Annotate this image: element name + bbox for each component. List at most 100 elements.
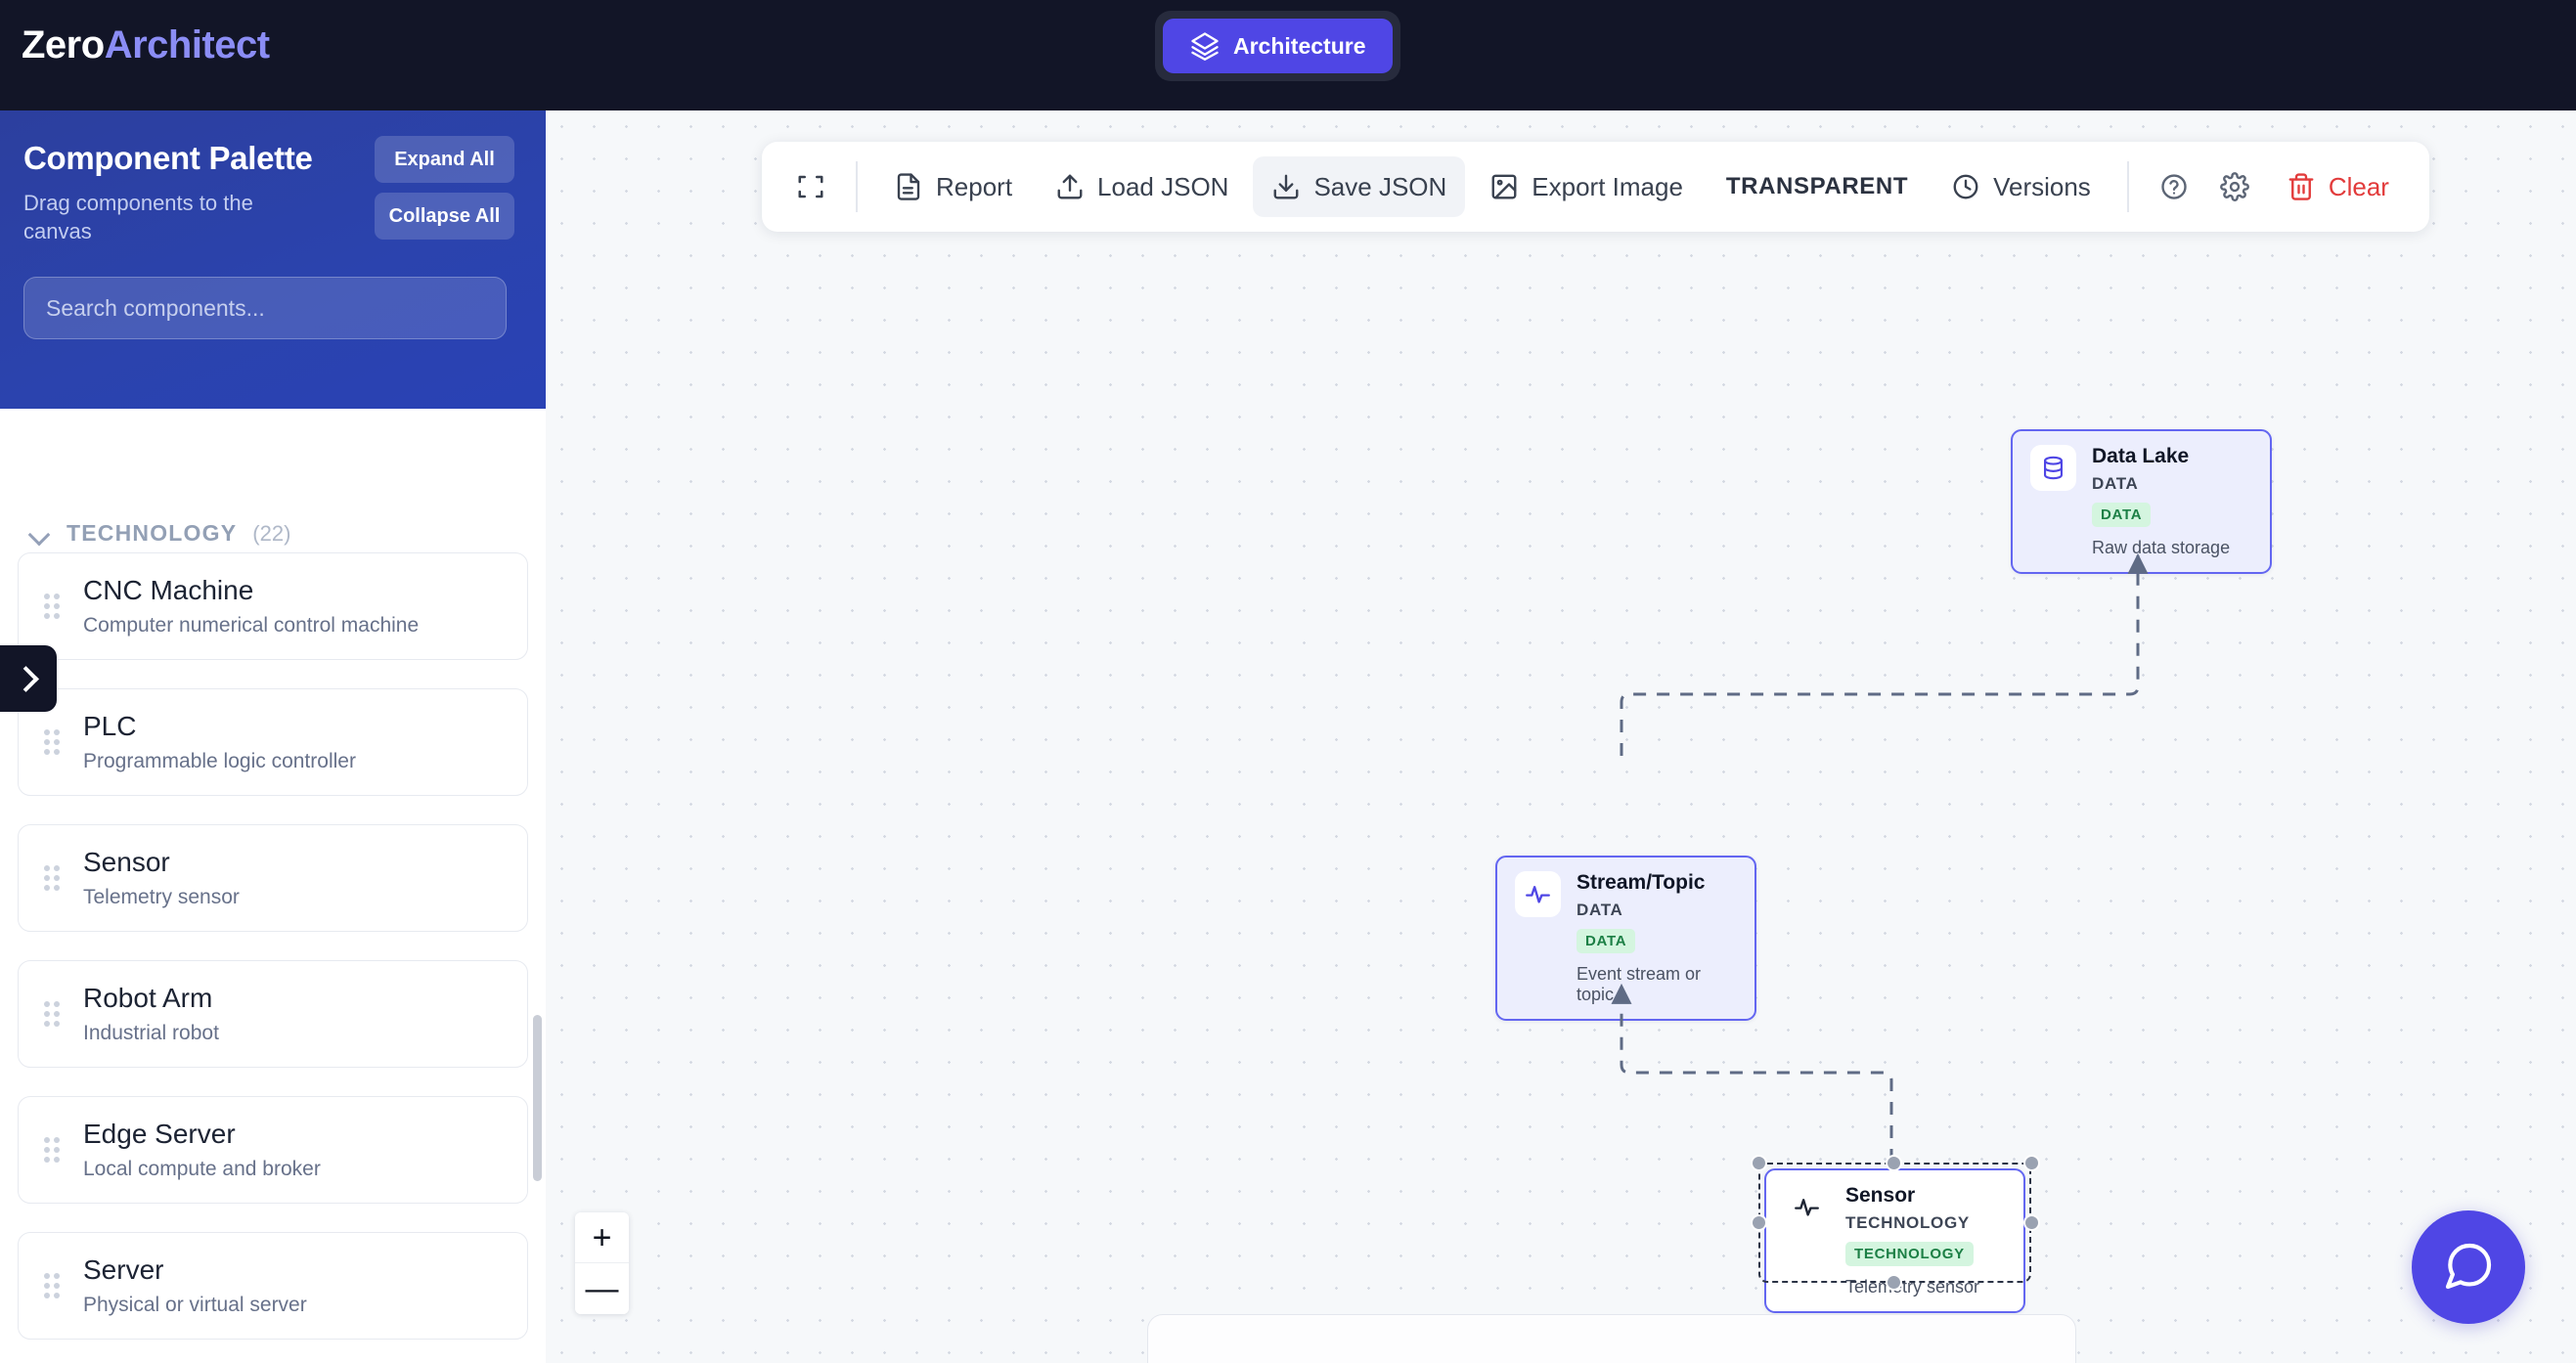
database-icon [2030,445,2076,491]
gear-icon [2219,172,2249,201]
activity-icon [1784,1184,1830,1230]
versions-label: Versions [1993,171,2091,201]
palette-item-desc: Industrial robot [83,1021,219,1044]
chevron-down-icon [29,523,51,545]
zoom-controls: + — [575,1212,629,1314]
toolbar-divider [856,161,858,212]
node-type: DATA [2092,474,2139,494]
status-badge: DATA [1577,929,1636,954]
edge-sensor-to-stream [1611,983,1893,1162]
export-image-button[interactable]: Export Image [1471,156,1702,217]
resize-handle-right[interactable] [2023,1214,2040,1231]
clock-icon [1951,172,1980,201]
toolbar-divider [2126,161,2129,212]
architecture-canvas[interactable]: Report Load JSON Save JSON [546,110,2576,1363]
background-transparent-toggle[interactable]: TRANSPARENT [1708,156,1927,217]
help-circle-icon [2159,172,2189,201]
document-icon [894,172,923,201]
resize-handle-bottom[interactable] [1886,1274,1902,1291]
sidebar-scrollbar[interactable] [533,1015,542,1181]
edge-stream-to-data-lake [1620,552,2149,756]
palette-item-plc[interactable]: PLC Programmable logic controller [18,688,528,796]
palette-item-title: CNC Machine [83,575,254,606]
top-bar: ZeroArchitect Architecture [0,0,2576,110]
download-icon [1271,172,1301,201]
resize-handle-left[interactable] [1751,1214,1767,1231]
bottom-panel [1147,1314,2076,1363]
drag-handle-icon[interactable] [44,865,62,891]
status-badge: TECHNOLOGY [1845,1242,1974,1267]
palette-item-desc: Physical or virtual server [83,1293,307,1316]
palette-item-title: Sensor [83,847,170,878]
versions-button[interactable]: Versions [1932,156,2110,217]
help-button[interactable] [2147,156,2201,217]
palette-item-title: Robot Arm [83,983,213,1014]
fullscreen-icon [796,172,825,201]
component-palette-sidebar: Component Palette Drag components to the… [0,110,546,1363]
search-input[interactable] [23,277,507,340]
tab-architecture-label: Architecture [1233,32,1366,59]
drag-handle-icon[interactable] [44,594,62,619]
fullscreen-button[interactable] [783,156,838,217]
export-image-label: Export Image [1532,171,1683,201]
chat-assistant-button[interactable] [2412,1210,2525,1324]
drag-handle-icon[interactable] [44,1001,62,1027]
edge-layer [1611,552,2149,1162]
palette-item-edge-server[interactable]: Edge Server Local compute and broker [18,1096,528,1204]
layers-icon [1190,31,1220,61]
resize-handle-top[interactable] [1886,1155,1902,1171]
report-label: Report [936,171,1013,201]
drag-handle-icon[interactable] [44,729,62,755]
load-json-label: Load JSON [1097,171,1229,201]
zoom-out-button[interactable]: — [575,1263,629,1314]
palette-item-desc: Computer numerical control machine [83,613,420,637]
transparent-label: TRANSPARENT [1725,173,1909,199]
palette-header: Component Palette Drag components to the… [0,110,546,409]
node-desc: Event stream or topic [1577,964,1702,1005]
palette-item-cnc-machine[interactable]: CNC Machine Computer numerical control m… [18,552,528,660]
mode-switcher: Architecture [1155,11,1401,81]
page-title: Component Palette [23,140,313,176]
clear-label: Clear [2328,171,2389,201]
canvas-toolbar: Report Load JSON Save JSON [762,142,2429,232]
palette-subtitle: Drag components to the canvas [23,191,253,243]
sidebar-collapse-toggle[interactable] [0,645,57,712]
chat-bubble-icon [2441,1239,2496,1297]
drag-handle-icon[interactable] [44,1137,62,1163]
drag-handle-icon[interactable] [44,1273,62,1298]
palette-item-title: Server [83,1254,164,1286]
palette-item-title: Edge Server [83,1119,236,1150]
node-desc: Raw data storage [2092,538,2231,558]
upload-icon [1055,172,1085,201]
load-json-button[interactable]: Load JSON [1037,156,1247,217]
image-icon [1489,172,1519,201]
node-title: Stream/Topic [1577,871,1706,894]
palette-item-title: PLC [83,711,137,742]
resize-handle-top-right[interactable] [2023,1155,2040,1171]
palette-item-server[interactable]: Server Physical or virtual server [18,1232,528,1340]
brand-second: Architect [104,23,270,66]
resize-handle-top-left[interactable] [1751,1155,1767,1171]
expand-all-button[interactable]: Expand All [375,136,514,183]
save-json-label: Save JSON [1313,171,1447,201]
collapse-all-button[interactable]: Collapse All [375,193,514,240]
status-badge: DATA [2092,503,2152,528]
zoom-in-button[interactable]: + [575,1212,629,1263]
palette-item-robot-arm[interactable]: Robot Arm Industrial robot [18,960,528,1068]
palette-item-sensor[interactable]: Sensor Telemetry sensor [18,824,528,932]
tab-architecture[interactable]: Architecture [1163,19,1394,73]
save-json-button[interactable]: Save JSON [1253,156,1466,217]
node-title: Data Lake [2092,445,2190,467]
settings-button[interactable] [2207,156,2262,217]
trash-icon [2287,172,2316,201]
activity-icon [1515,871,1561,917]
report-button[interactable]: Report [875,156,1031,217]
brand-first: Zero [22,23,105,66]
clear-button[interactable]: Clear [2268,156,2408,217]
app-logo: ZeroArchitect [22,23,270,67]
node-type: DATA [1577,901,1623,920]
node-type: TECHNOLOGY [1845,1213,1970,1233]
category-header-technology[interactable]: TECHNOLOGY (22) [0,506,290,556]
node-title: Sensor [1845,1184,1916,1207]
palette-item-list: CNC Machine Computer numerical control m… [0,552,546,1363]
